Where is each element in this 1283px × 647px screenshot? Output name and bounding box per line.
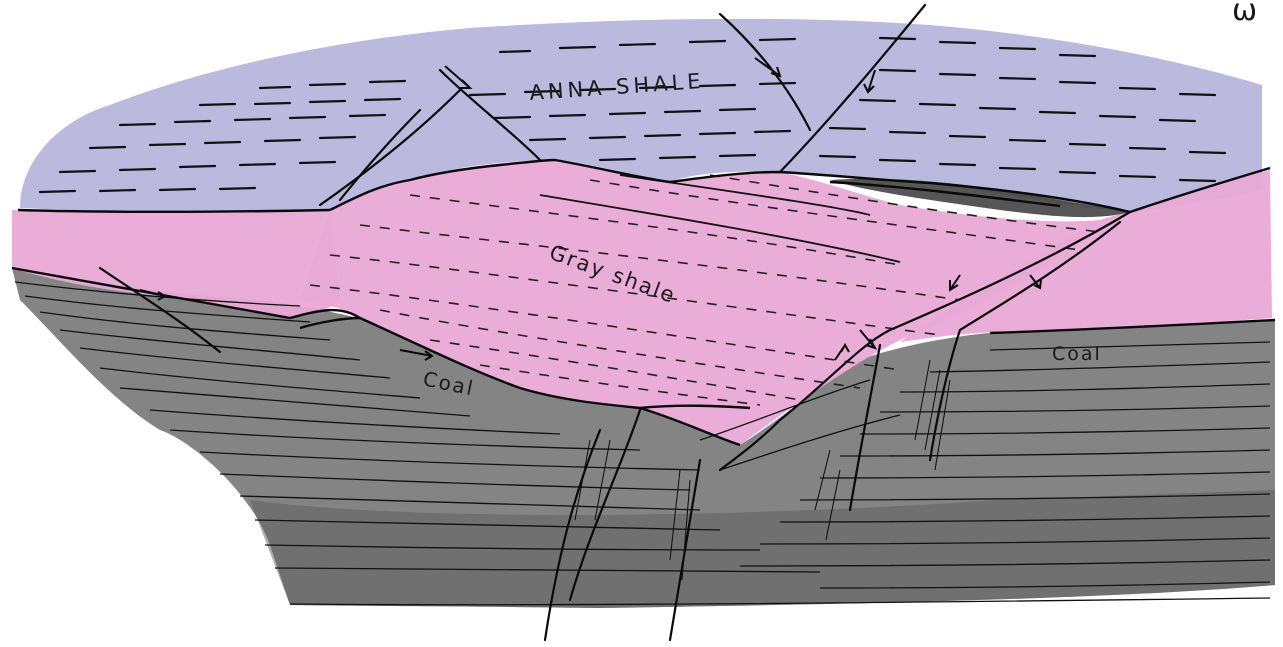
label-coal-right: Coal [1052, 343, 1102, 365]
page-mark: ω [1232, 0, 1257, 28]
